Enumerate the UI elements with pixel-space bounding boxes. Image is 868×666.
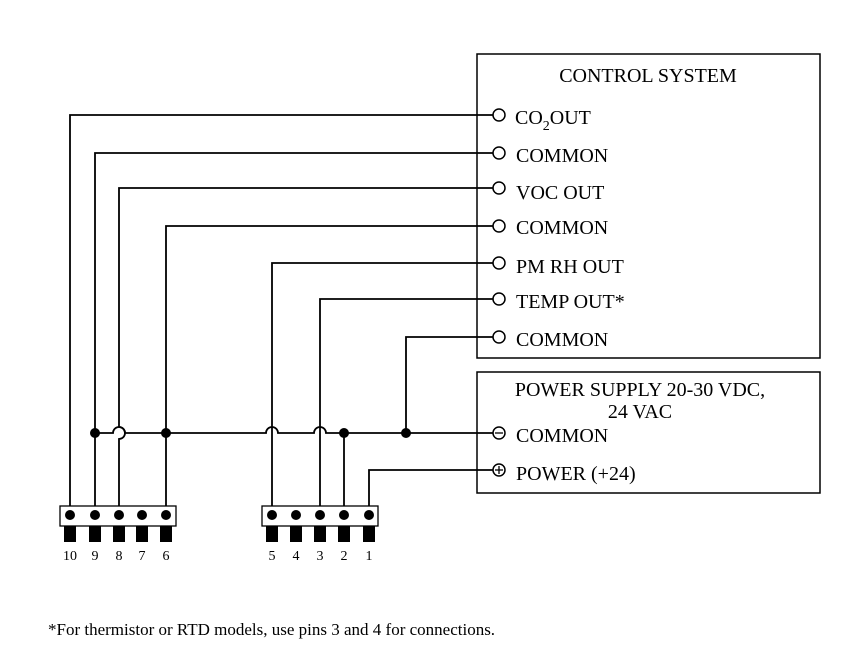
pin-label-5: 5: [269, 549, 276, 564]
minus-terminal-icon: [492, 426, 506, 440]
control-terminals: [492, 108, 506, 344]
power-supply-title-line2: 24 VAC: [608, 401, 672, 423]
power-supply-box: [476, 371, 821, 494]
footnote: *For thermistor or RTD models, use pins …: [48, 620, 496, 639]
label-common-3: COMMON: [516, 329, 608, 351]
terminal-pm-rh-out: [492, 256, 506, 270]
label-temp-out: TEMP OUT*: [516, 291, 625, 313]
junction-dot: [339, 428, 349, 438]
label-ps-common: COMMON: [516, 425, 608, 447]
label-co2-out: CO2OUT: [515, 107, 591, 134]
junction-dot: [161, 428, 171, 438]
label-pm-rh-out: PM RH OUT: [516, 256, 624, 278]
connector-right: [261, 505, 379, 542]
wire-voc-out: [118, 187, 493, 427]
wire-voc-hop: [118, 426, 126, 510]
connector-left: [59, 505, 177, 542]
terminal-voc-out: [492, 181, 506, 195]
pin-label-8: 8: [116, 549, 123, 564]
pin-label-7: 7: [139, 549, 146, 564]
wire-temp-out: [319, 298, 493, 510]
power-supply-title-line1: POWER SUPPLY 20-30 VDC,: [515, 379, 765, 401]
label-common-2: COMMON: [516, 217, 608, 239]
pin-label-2: 2: [341, 549, 348, 564]
common-bus: [95, 426, 493, 434]
terminal-temp-out: [492, 292, 506, 306]
pin-label-6: 6: [163, 549, 170, 564]
terminal-common-1: [492, 146, 506, 160]
wire-pm-rh-out: [271, 262, 493, 510]
terminal-common-3: [492, 330, 506, 344]
label-common-1: COMMON: [516, 145, 608, 167]
pin-label-9: 9: [92, 549, 99, 564]
pin-label-10: 10: [63, 549, 77, 564]
label-voc-out: VOC OUT: [516, 182, 604, 204]
terminal-common-2: [492, 219, 506, 233]
wire-common-3: [405, 336, 493, 433]
pin-label-3: 3: [317, 549, 324, 564]
wire-common-1: [94, 152, 493, 510]
wire-power: [368, 469, 493, 510]
terminal-co2-out: [492, 108, 506, 122]
wire-co2-out: [69, 114, 493, 510]
junction-dot: [401, 428, 411, 438]
pin-label-4: 4: [293, 549, 300, 564]
control-system-box: [476, 53, 821, 359]
control-system-title: CONTROL SYSTEM: [559, 65, 737, 87]
junction-dot: [90, 428, 100, 438]
label-ps-power: POWER (+24): [516, 463, 636, 485]
plus-terminal-icon: [492, 463, 506, 477]
wire-common-2: [165, 225, 493, 510]
pin-label-1: 1: [366, 549, 373, 564]
